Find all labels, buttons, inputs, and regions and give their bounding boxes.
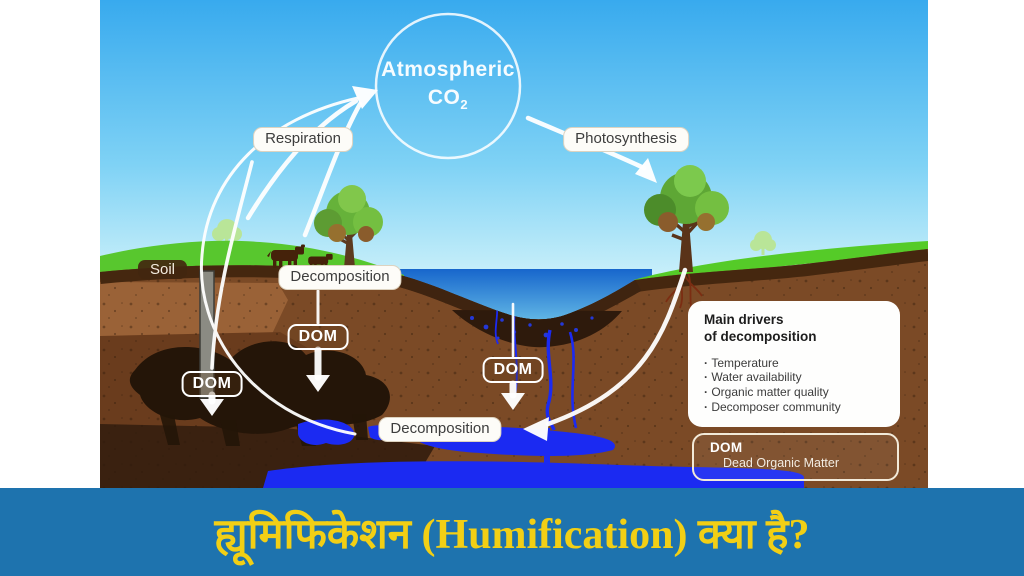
decomposition-arrowhead <box>523 417 549 441</box>
cycle-right-arc <box>545 267 688 427</box>
dom-legend-title: DOM <box>710 440 743 455</box>
tree-roots-icon <box>665 271 703 315</box>
soil-label: Soil <box>138 260 188 279</box>
lake-sediment <box>452 310 622 348</box>
dom-lake-label: DOM <box>482 357 544 383</box>
organic-matter-left <box>129 341 390 434</box>
photosynthesis-arrowhead <box>635 158 657 183</box>
co2-line1: Atmospheric <box>381 58 515 81</box>
atmospheric-co2-label: Atmospheric CO2 <box>368 56 528 114</box>
grass-right <box>633 241 928 280</box>
respiration-label: Respiration <box>253 127 353 152</box>
arrow-heads <box>200 86 657 441</box>
respiration-arrowhead <box>352 86 378 109</box>
dom-mid-label: DOM <box>287 324 349 350</box>
tree-left-icon <box>314 185 383 268</box>
decomposition-top-label: Decomposition <box>278 265 402 290</box>
drivers-title: Main drivers of decomposition <box>704 312 817 344</box>
dom-left-arrowhead <box>200 399 224 416</box>
driver-item: Temperature <box>704 356 888 371</box>
photosynthesis-label: Photosynthesis <box>563 127 689 152</box>
driver-item: Organic matter quality <box>704 385 888 400</box>
driver-item: Water availability <box>704 370 888 385</box>
respiration-arrow-shaft-2 <box>302 101 363 238</box>
cow-icon <box>267 244 333 270</box>
co2-line2: CO2 <box>427 86 469 113</box>
dom-legend-box: DOM Dead Organic Matter <box>692 433 899 481</box>
main-drivers-box: Main drivers of decomposition Temperatur… <box>688 301 900 427</box>
pale-tree-right-icon <box>750 231 776 255</box>
tree-right-icon <box>644 165 729 272</box>
dom-left-label: DOM <box>181 371 243 397</box>
banner-title: ह्यूमिफिकेशन (Humification) क्या है? <box>214 511 810 558</box>
dom-mid-arrowhead <box>306 375 330 392</box>
dom-lake-arrowhead <box>501 393 525 410</box>
drivers-list: Temperature Water availability Organic m… <box>704 356 888 415</box>
carbon-cycle-diagram: Atmospheric CO2 Respiration Photosynthes… <box>100 0 928 488</box>
title-banner: ह्यूमिफिकेशन (Humification) क्या है? <box>0 488 1024 576</box>
driver-item: Decomposer community <box>704 400 888 415</box>
co2-circle <box>374 12 522 160</box>
decomposition-bottom-label: Decomposition <box>378 417 502 442</box>
dom-left-long-shaft <box>210 160 254 370</box>
dom-legend-subtitle: Dead Organic Matter <box>723 456 840 470</box>
